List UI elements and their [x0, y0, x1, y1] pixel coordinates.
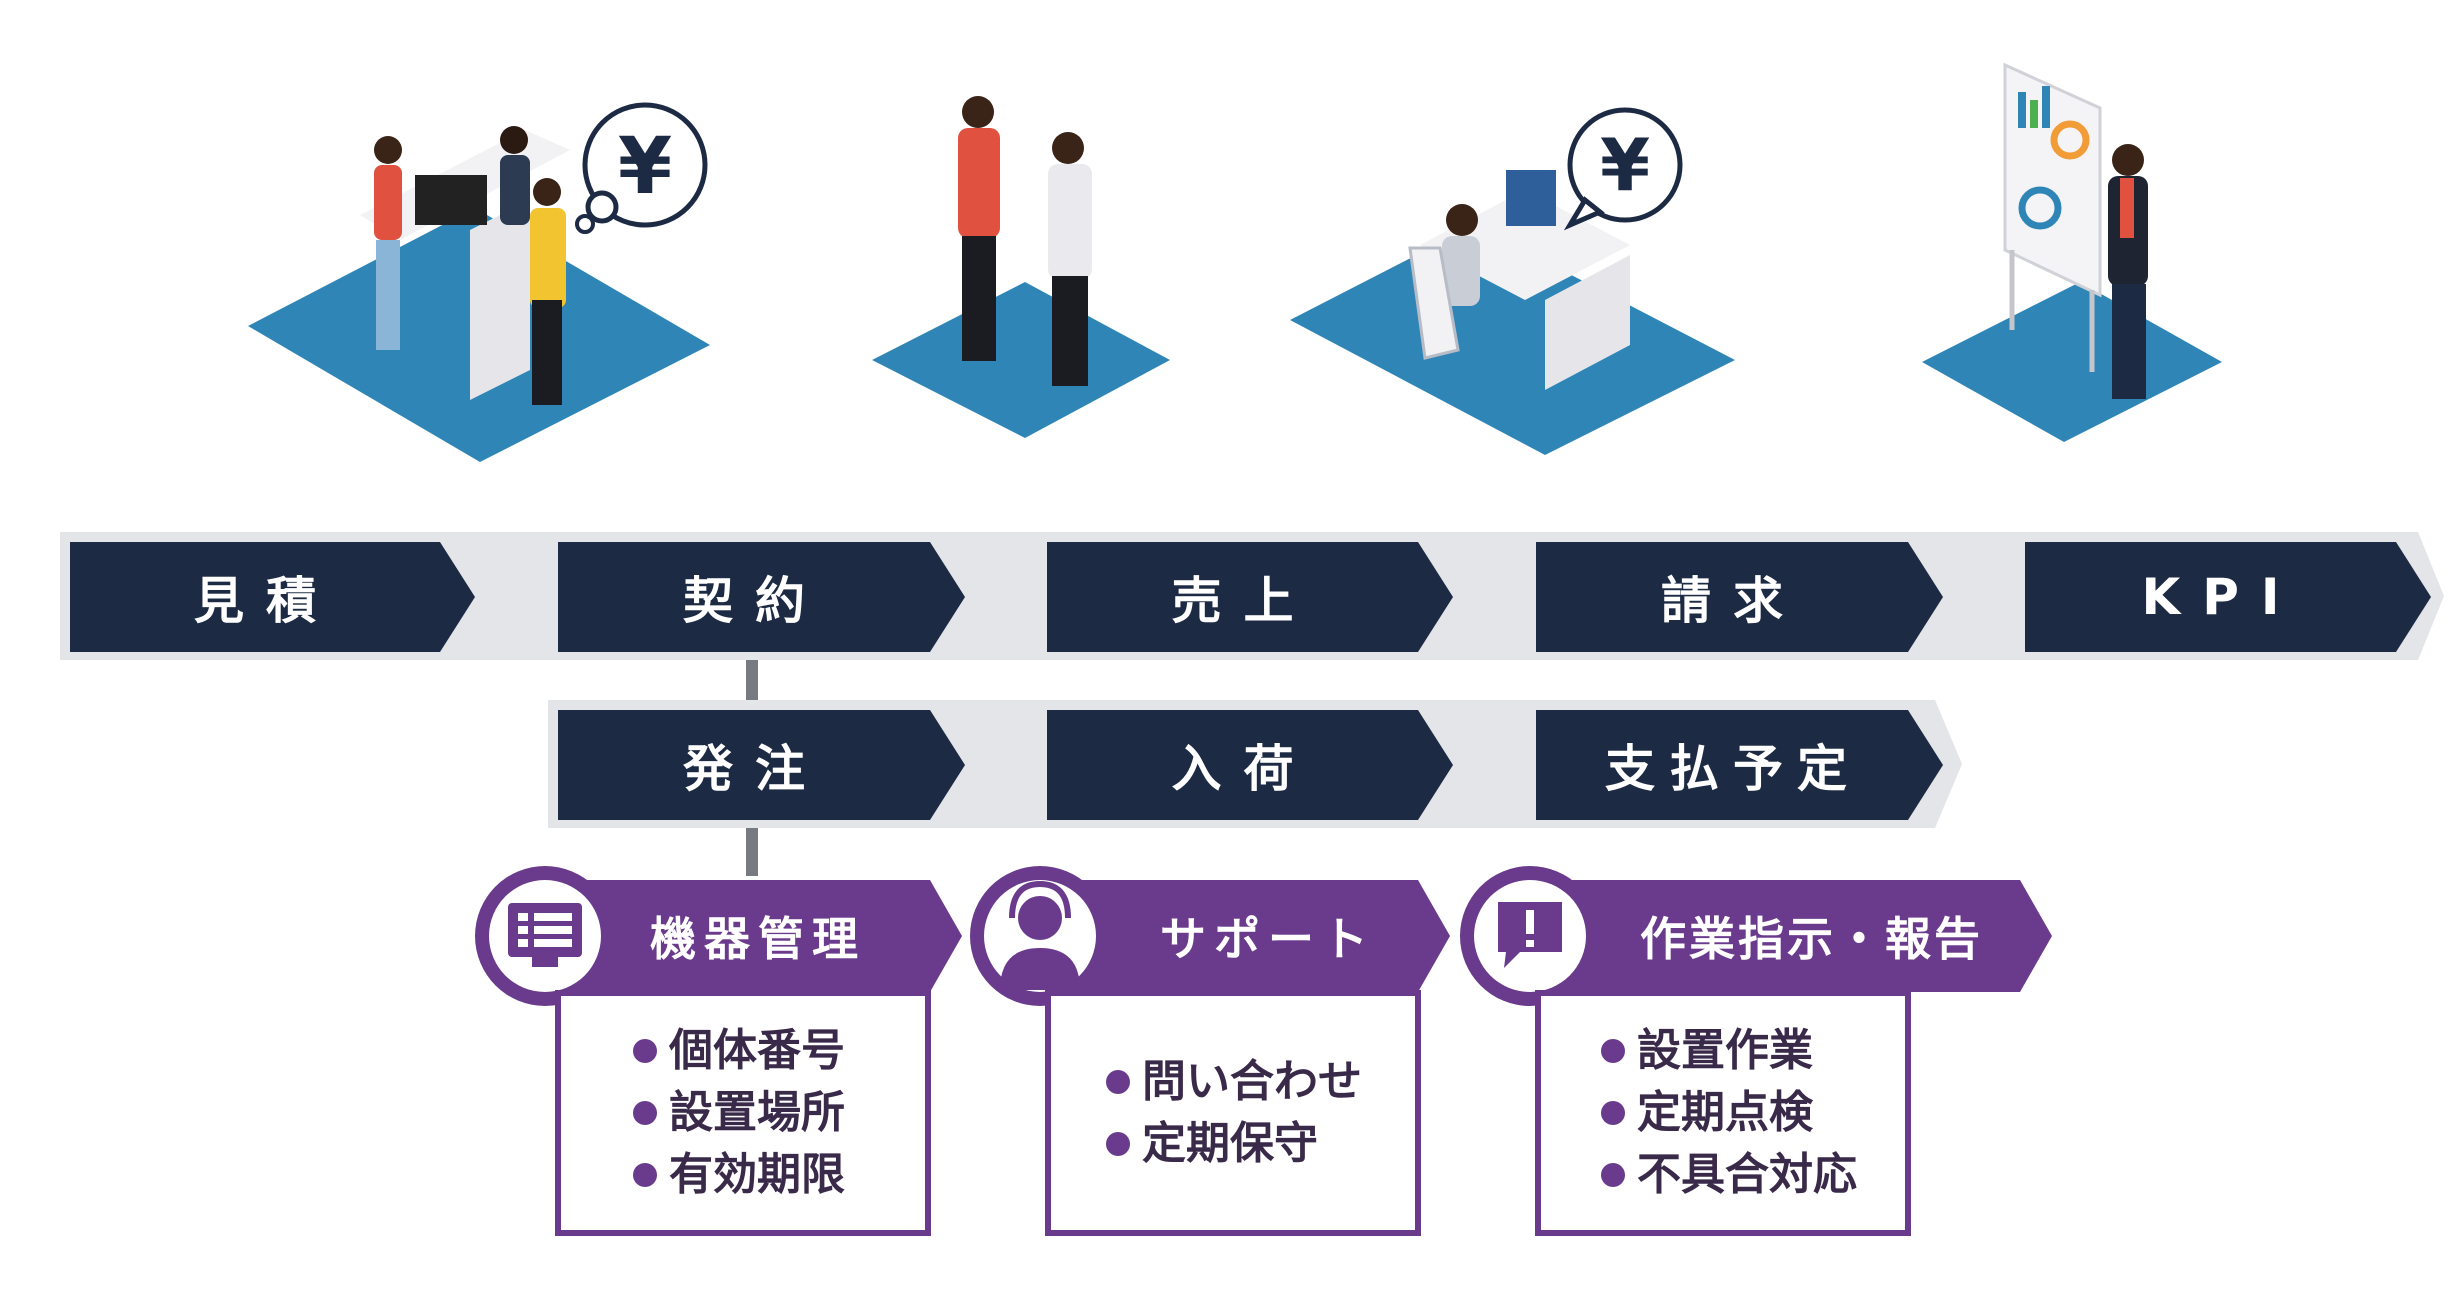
step-label: 支払予定	[1583, 729, 1861, 801]
step-label: 請求	[1639, 561, 1805, 633]
step-label: 入荷	[1150, 729, 1316, 801]
panel-title-equipment: 機器管理	[650, 880, 866, 992]
list-item: 定期保守	[1106, 1113, 1415, 1175]
bullet-dot	[633, 1039, 657, 1063]
step-payment-schedule: 支払予定	[1536, 710, 1908, 820]
bullet-dot	[1106, 1070, 1130, 1094]
bubble-text: ¥	[618, 122, 672, 212]
kpi-presentation-icon	[1922, 65, 2222, 442]
panel-box-work-orders: 設置作業 定期点検 不具合対応	[1535, 990, 1911, 1236]
list-item: 定期点検	[1601, 1082, 1905, 1144]
step-billing: 請求	[1536, 542, 1908, 652]
panel-title-support: サポート	[1160, 880, 1376, 992]
panel-box-support: 問い合わせ 定期保守	[1045, 990, 1421, 1236]
bubble-text: ¥	[1600, 123, 1650, 207]
connector-line	[746, 660, 758, 700]
panel-box-equipment: 個体番号 設置場所 有効期限	[555, 990, 931, 1236]
step-label: 売上	[1150, 561, 1316, 633]
step-label: 契約	[661, 561, 827, 633]
bullet-dot	[1106, 1132, 1130, 1156]
bullet-dot	[633, 1163, 657, 1187]
list-item: 不具合対応	[1601, 1144, 1905, 1206]
step-sales: 売上	[1047, 542, 1418, 652]
list-item: 個体番号	[633, 1020, 925, 1082]
step-label: 見積	[172, 561, 338, 633]
step-contract: 契約	[558, 542, 930, 652]
list-item: 設置作業	[1601, 1020, 1905, 1082]
step-kpi: KPI	[2025, 542, 2396, 652]
bullet-dot	[1601, 1039, 1625, 1063]
estimate-meeting-icon: ¥	[248, 105, 710, 462]
bullet-dot	[633, 1101, 657, 1125]
sales-desk-icon: ¥	[1290, 110, 1735, 455]
handshake-contract-icon	[872, 96, 1170, 438]
bullet-dot	[1601, 1163, 1625, 1187]
step-order: 発注	[558, 710, 930, 820]
panel-title-work-orders: 作業指示・報告	[1640, 880, 1983, 992]
list-item: 設置場所	[633, 1082, 925, 1144]
step-label: 発注	[661, 729, 827, 801]
list-item: 有効期限	[633, 1144, 925, 1206]
step-label: KPI	[2120, 568, 2302, 626]
connector-line	[746, 828, 758, 876]
step-estimate: 見積	[70, 542, 440, 652]
list-item: 問い合わせ	[1106, 1051, 1415, 1113]
bullet-dot	[1601, 1101, 1625, 1125]
step-receipt: 入荷	[1047, 710, 1418, 820]
